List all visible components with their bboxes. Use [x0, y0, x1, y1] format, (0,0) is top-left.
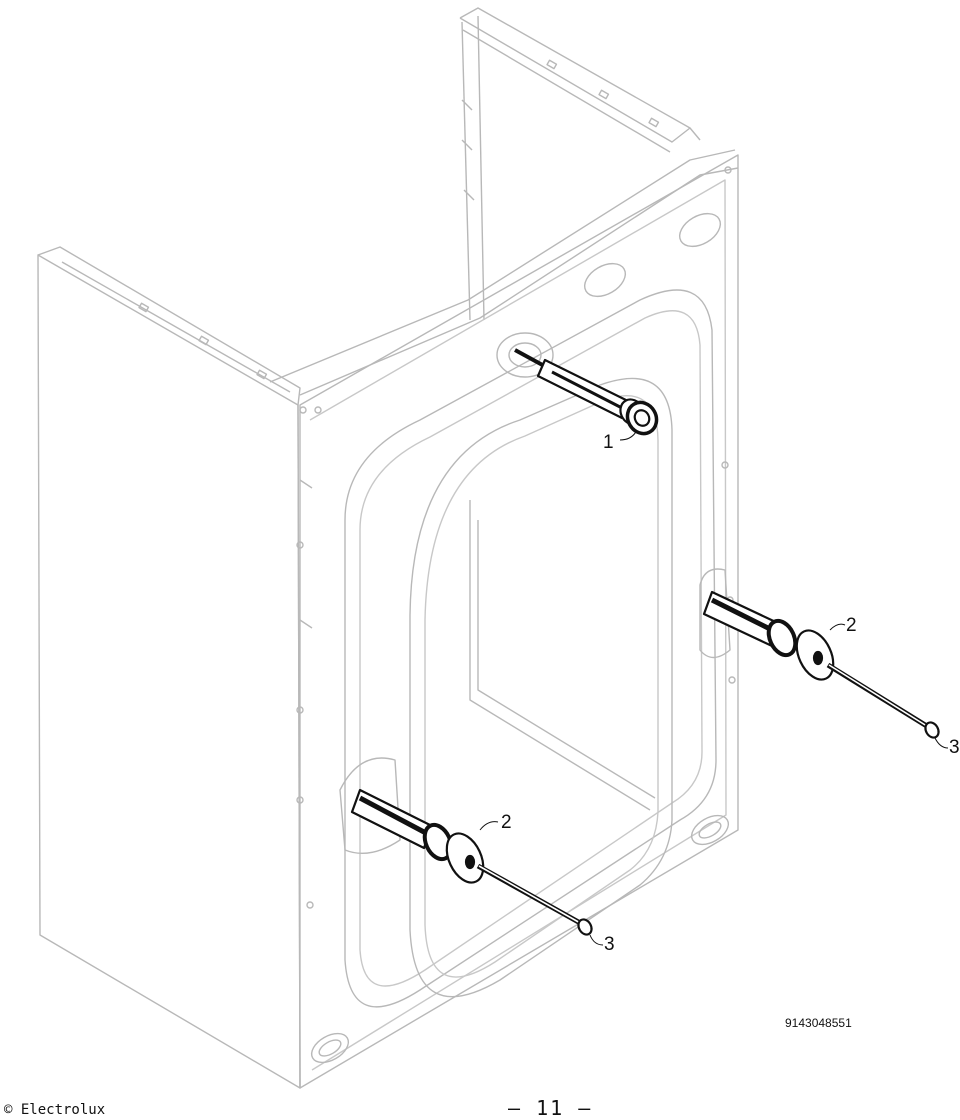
document-number: 9143048551 — [785, 1016, 852, 1030]
nut-lower — [577, 918, 593, 936]
page-number: – 11 – — [508, 1096, 593, 1120]
nut-right — [924, 721, 940, 739]
transit-bolt-lower — [350, 788, 454, 862]
spacer-right — [795, 629, 835, 681]
bolt-rod-lower — [476, 863, 584, 927]
callout-2-lower: 2 — [501, 812, 512, 833]
transit-bolt-right — [702, 590, 798, 658]
callout-leaders — [479, 429, 949, 946]
cabinet-line-art — [37, 7, 739, 1089]
transit-bolt-top — [514, 348, 659, 436]
callout-3-lower: 3 — [604, 934, 615, 955]
callout-3-right: 3 — [949, 737, 960, 758]
callout-1: 1 — [603, 432, 614, 453]
copyright-notice: © Electrolux — [4, 1102, 106, 1118]
spacer-lower — [445, 832, 485, 884]
callout-2-right: 2 — [846, 615, 857, 636]
bolt-rod-right — [826, 662, 932, 731]
